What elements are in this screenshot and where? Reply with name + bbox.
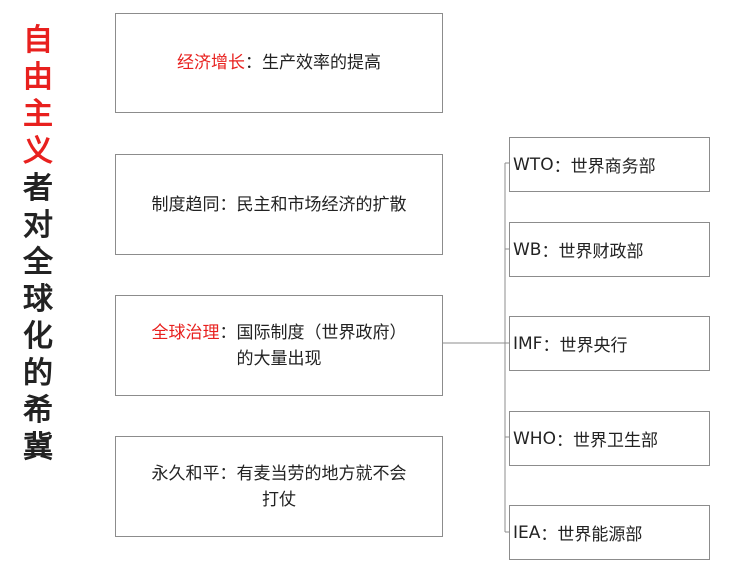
org-code: IMF: [513, 333, 543, 354]
box-perpetual-peace: 永久和平：有麦当劳的地方就不会 打仗: [115, 436, 443, 537]
org-label: ：世界能源部: [540, 525, 643, 545]
vertical-title: 自 由 主 义 者 对 全 球 化 的 希 冀: [18, 22, 58, 466]
box-text: 永久和平：有麦当劳的地方就不会: [152, 461, 407, 487]
box-keyword: 全球治理: [151, 322, 220, 343]
title-char: 主: [23, 97, 53, 132]
box-keyword: 经济增长: [177, 53, 245, 73]
box-text: 制度趋同：民主和市场经济的扩散: [152, 192, 407, 218]
box-economic-growth: 经济增长：生产效率的提高: [115, 13, 443, 113]
box-imf: IMF：世界央行: [509, 316, 710, 371]
title-char: 由: [23, 60, 53, 95]
org-code: IEA: [513, 522, 541, 543]
org-label: ：世界央行: [542, 336, 628, 356]
box-text: 全球治理：国际制度（世界政府）: [152, 320, 407, 346]
org-code: WHO: [513, 428, 556, 449]
org-label: ：世界财政部: [541, 242, 644, 262]
box-iea: IEA：世界能源部: [509, 505, 710, 560]
box-description: ：国际制度（世界政府）: [219, 322, 407, 343]
box-who: WHO：世界卫生部: [509, 411, 710, 466]
title-char: 全: [23, 245, 53, 280]
title-char: 冀: [23, 430, 53, 465]
org-label: ：世界商务部: [553, 157, 656, 177]
org-label: ：世界卫生部: [555, 431, 658, 451]
box-global-governance: 全球治理：国际制度（世界政府） 的大量出现: [115, 295, 443, 396]
title-char: 对: [23, 208, 53, 243]
box-text-line2: 的大量出现: [236, 348, 322, 369]
box-institutional-convergence: 制度趋同：民主和市场经济的扩散: [115, 154, 443, 255]
box-text: 经济增长：生产效率的提高: [177, 50, 381, 76]
org-code: WB: [513, 239, 542, 260]
title-char: 义: [23, 134, 53, 169]
title-char: 希: [23, 393, 53, 428]
box-description: 制度趋同：民主和市场经济的扩散: [151, 194, 407, 215]
box-wb: WB：世界财政部: [509, 222, 710, 277]
org-code: WTO: [513, 154, 554, 175]
box-text-line2: 打仗: [262, 489, 296, 510]
title-char: 自: [23, 23, 53, 58]
title-char: 球: [23, 282, 53, 317]
box-description: ：生产效率的提高: [245, 53, 381, 73]
box-wto: WTO：世界商务部: [509, 137, 710, 192]
box-description: 永久和平：有麦当劳的地方就不会: [151, 463, 407, 484]
title-char: 化: [23, 319, 53, 354]
title-char: 的: [23, 356, 53, 391]
title-char: 者: [23, 171, 53, 206]
